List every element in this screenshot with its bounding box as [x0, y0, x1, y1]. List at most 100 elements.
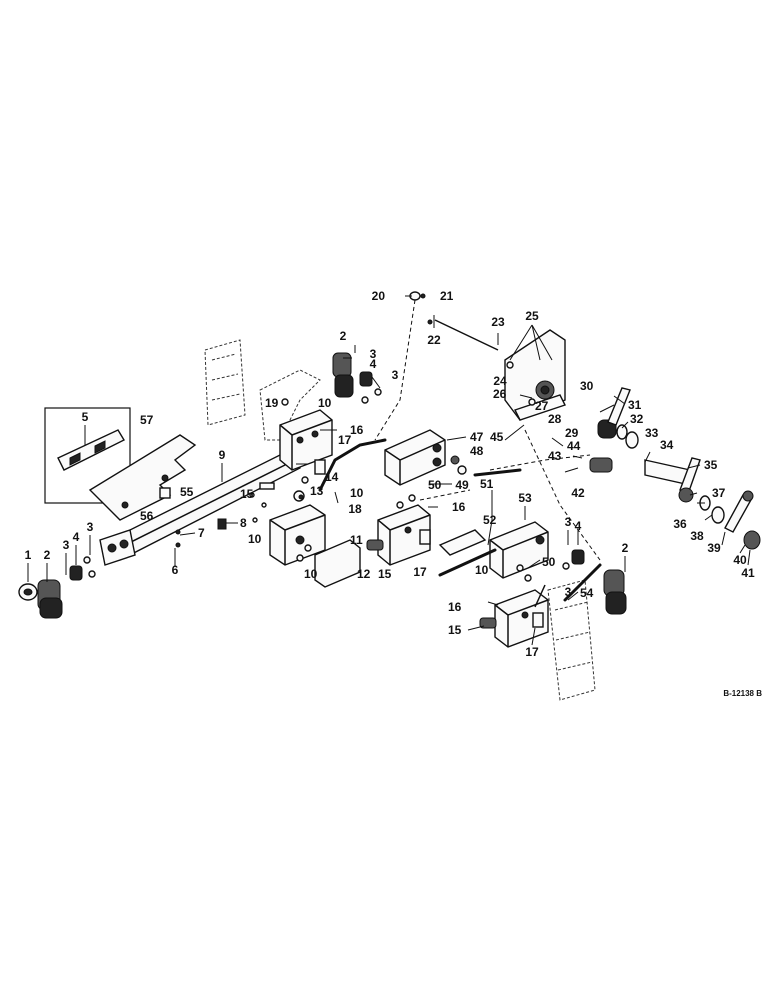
valve-body-16-lower — [494, 589, 549, 648]
callout-42: 42 — [571, 486, 585, 500]
callout-47: 47 — [470, 430, 484, 444]
phantom-housing-right — [547, 579, 596, 701]
callout-4: 4 — [73, 530, 80, 544]
callout-16: 16 — [452, 500, 466, 514]
callout-7: 7 — [198, 526, 205, 540]
callout-3: 3 — [87, 520, 94, 534]
callout-23: 23 — [491, 315, 505, 329]
callout-leaders — [27, 295, 751, 646]
callout-40: 40 — [733, 553, 747, 567]
callout-3: 3 — [63, 538, 70, 552]
washers-32-33 — [616, 424, 639, 449]
drawing-code: B-12138 B — [723, 689, 762, 698]
lever-31 — [597, 387, 631, 439]
callout-56: 56 — [140, 509, 154, 523]
callout-4: 4 — [370, 357, 377, 371]
washers-36-38 — [699, 495, 725, 524]
valve-body-16-middle — [377, 504, 431, 566]
callout-18: 18 — [348, 502, 362, 516]
plate-52 — [438, 529, 487, 556]
callout-25: 25 — [525, 309, 539, 323]
callout-2: 2 — [44, 548, 51, 562]
callout-12: 12 — [357, 567, 371, 581]
callout-35: 35 — [704, 458, 718, 472]
callout-10: 10 — [304, 567, 318, 581]
callout-17: 17 — [413, 565, 427, 579]
callout-20: 20 — [372, 289, 386, 303]
linkage-rods — [318, 319, 602, 608]
callout-10: 10 — [318, 396, 332, 410]
callout-1: 1 — [25, 548, 32, 562]
callout-11: 11 — [350, 533, 363, 547]
small-parts — [159, 291, 544, 629]
callout-31: 31 — [628, 398, 642, 412]
callout-17: 17 — [525, 645, 539, 659]
tube-assembly-9 — [99, 449, 301, 566]
callout-5: 5 — [82, 410, 89, 424]
callout-10: 10 — [475, 563, 489, 577]
callout-55: 55 — [180, 485, 194, 499]
callout-2: 2 — [340, 329, 347, 343]
callout-45: 45 — [490, 430, 504, 444]
callout-3: 3 — [565, 515, 572, 529]
callout-3: 3 — [370, 347, 377, 361]
callout-24: 24 — [493, 374, 507, 388]
callout-19: 19 — [265, 396, 279, 410]
callout-3: 3 — [392, 368, 399, 382]
callout-32: 32 — [630, 412, 644, 426]
callout-54: 54 — [580, 586, 594, 600]
knob-41 — [743, 530, 761, 550]
callout-50: 50 — [542, 555, 556, 569]
callout-57: 57 — [140, 413, 154, 427]
lever-39 — [724, 490, 754, 533]
fittings-left — [18, 556, 96, 619]
lever-35 — [678, 457, 701, 503]
callout-41: 41 — [741, 566, 755, 580]
cover-12 — [314, 539, 361, 588]
phantom-housing-left — [204, 339, 321, 441]
callout-36: 36 — [673, 517, 687, 531]
callout-15: 15 — [240, 487, 254, 501]
callout-8: 8 — [240, 516, 247, 530]
callout-52: 52 — [483, 513, 497, 527]
callout-13: 13 — [310, 484, 324, 498]
callout-43: 43 — [548, 449, 562, 463]
callout-37: 37 — [712, 486, 726, 500]
callout-14: 14 — [325, 470, 339, 484]
callout-6: 6 — [172, 563, 179, 577]
callout-10: 10 — [350, 486, 364, 500]
callout-38: 38 — [690, 529, 704, 543]
callout-28: 28 — [548, 412, 562, 426]
fittings-right — [562, 549, 627, 615]
callout-9: 9 — [219, 448, 226, 462]
bracket-25 — [504, 329, 566, 421]
callout-27: 27 — [535, 399, 549, 413]
callout-26: 26 — [493, 387, 507, 401]
callout-53: 53 — [518, 491, 532, 505]
callout-17: 17 — [338, 433, 352, 447]
callout-16: 16 — [350, 423, 364, 437]
callout-10: 10 — [248, 532, 262, 546]
valve-body-16-upper — [279, 409, 333, 471]
plate-57 — [88, 434, 197, 521]
callout-15: 15 — [448, 623, 462, 637]
inset-panel — [44, 407, 131, 504]
callout-49: 49 — [455, 478, 469, 492]
upper-fittings — [332, 352, 382, 404]
callout-33: 33 — [645, 426, 659, 440]
callout-22: 22 — [427, 333, 441, 347]
shaft-45 — [514, 394, 566, 421]
callout-16: 16 — [448, 600, 462, 614]
callout-39: 39 — [707, 541, 721, 555]
callout-labels: 1 2 2 2 3 3 3 3 3 3 4 4 4 5 6 7 8 9 10 1… — [25, 289, 755, 659]
callout-51: 51 — [480, 477, 494, 491]
fitting-42 — [589, 457, 613, 473]
callout-48: 48 — [470, 444, 484, 458]
callout-15: 15 — [378, 567, 392, 581]
callout-21: 21 — [440, 289, 454, 303]
callout-4: 4 — [575, 519, 582, 533]
callout-44: 44 — [567, 439, 581, 453]
callout-2: 2 — [622, 541, 629, 555]
valve-body-47 — [384, 429, 446, 486]
